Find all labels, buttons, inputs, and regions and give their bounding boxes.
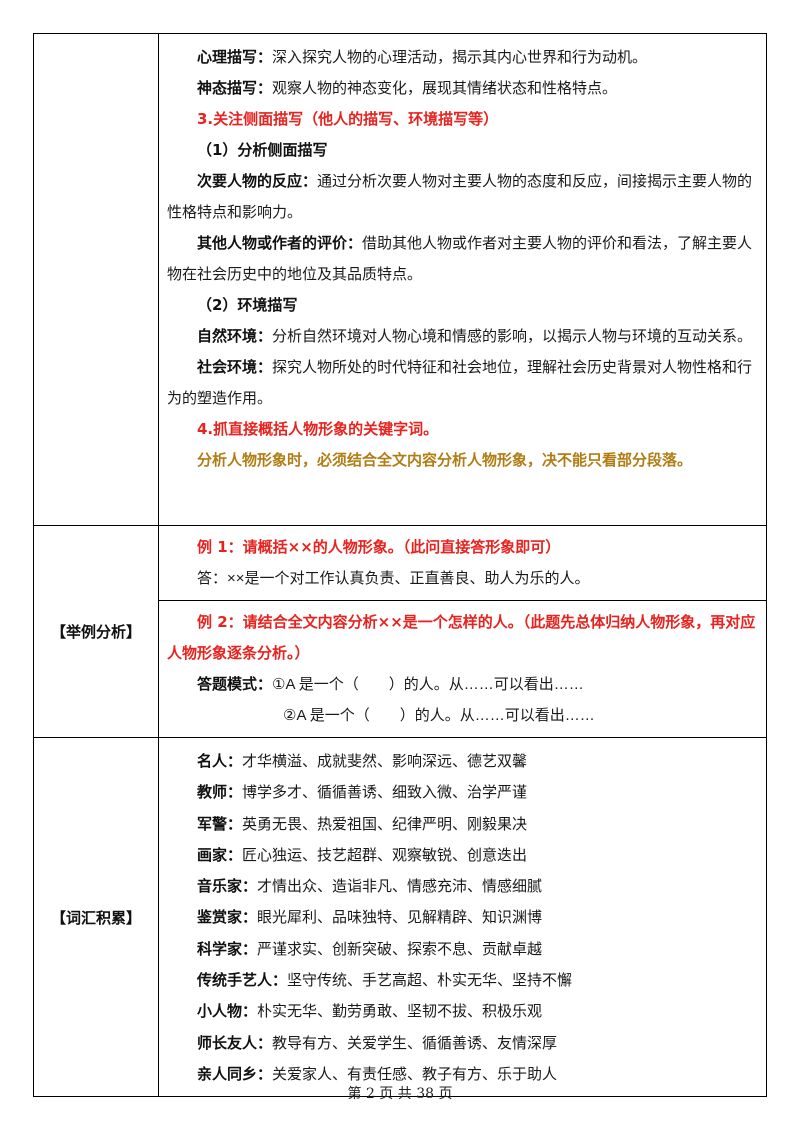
expression-text: 观察人物的神态变化，展现其情绪状态和性格特点。: [272, 79, 618, 97]
heading-3: 3.关注侧面描写（他人的描写、环境描写等）: [197, 110, 499, 128]
vocab-item-words: 关爱家人、有责任感、教子有方、乐于助人: [272, 1065, 558, 1083]
evaluation-line: 其他人物或作者的评价：借助其他人物或作者对主要人物的评价和看法，了解主要人物在社…: [167, 228, 760, 290]
vocab-item: 教师：博学多才、循循善诱、细致入微、治学严谨: [167, 777, 760, 808]
natural-env-label: 自然环境：: [197, 327, 273, 345]
vocab-item-label: 师长友人：: [197, 1033, 273, 1052]
example-1-answer: 答：××是一个对工作认真负责、正直善良、助人为乐的人。: [197, 570, 590, 587]
vocab-item-label: 画家：: [197, 845, 243, 864]
method-left-cell: [33, 33, 159, 526]
psych-label: 心理描写：: [197, 48, 273, 66]
vocab-item-words: 博学多才、循循善诱、细致入微、治学严谨: [242, 784, 528, 802]
secondary-reaction-text: 通过分析次要人物对主要人物的态度和反应，间接揭示主要人物的性格特点和影响力。: [167, 172, 753, 221]
expression-desc-line: 神态描写：观察人物的神态变化，展现其情绪状态和性格特点。: [167, 73, 760, 104]
vocab-item-words: 英勇无畏、热爱祖国、纪律严明、刚毅果决: [242, 815, 528, 833]
vocab-label: 【词汇积累】: [33, 736, 159, 1098]
example-2-question: 例 2：请结合全文内容分析××是一个怎样的人。（此题先总体归纳人物形象，再对应人…: [167, 613, 756, 662]
vocab-item-words: 匠心独运、技艺超群、观察敏锐、创意迭出: [242, 846, 528, 864]
vocab-item: 名人：才华横溢、成就斐然、影响深远、德艺双馨: [167, 746, 760, 777]
subheading-env: （2）环境描写: [197, 296, 298, 314]
vocab-item-label: 科学家：: [197, 939, 258, 958]
vocab-item: 师长友人：教导有方、关爱学生、循循善诱、友情深厚: [167, 1028, 760, 1059]
evaluation-label: 其他人物或作者的评价：: [197, 234, 363, 252]
vocab-item: 画家：匠心独运、技艺超群、观察敏锐、创意迭出: [167, 840, 760, 871]
vocab-item: 小人物：朴实无华、勤劳勇敢、坚韧不拔、积极乐观: [167, 996, 760, 1027]
vocab-item-label: 音乐家：: [197, 877, 258, 896]
social-env-line: 社会环境：探究人物所处的时代特征和社会地位，理解社会历史背景对人物性格和行为的塑…: [167, 352, 760, 414]
natural-env-text: 分析自然环境对人物心境和情感的影响，以揭示人物与环境的互动关系。: [272, 327, 753, 345]
evaluation-text: 借助其他人物或作者对主要人物的评价和看法，了解主要人物在社会历史中的地位及其品质…: [167, 234, 753, 283]
vocab-item-label: 名人：: [197, 752, 243, 770]
answer-mode-2: ②A 是一个（ ）的人。从……可以看出……: [283, 707, 595, 724]
heading-4: 4.抓直接概括人物形象的关键字词。: [197, 420, 439, 438]
method-content-cell: 心理描写：深入探究人物的心理活动，揭示其内心世界和行为动机。 神态描写：观察人物…: [158, 33, 767, 526]
page-footer: 第 2 页 共 38 页: [0, 1083, 800, 1103]
vocab-item-words: 朴实无华、勤劳勇敢、坚韧不拔、积极乐观: [257, 1003, 543, 1021]
subheading-side: （1）分析侧面描写: [197, 141, 328, 159]
examples-label: 【举例分析】: [33, 525, 159, 738]
vocab-item-label: 鉴赏家：: [197, 908, 258, 927]
expression-label: 神态描写：: [197, 79, 273, 97]
vocab-item: 鉴赏家：眼光犀利、品味独特、见解精辟、知识渊博: [167, 902, 760, 933]
secondary-reaction-line: 次要人物的反应：通过分析次要人物对主要人物的态度和反应，间接揭示主要人物的性格特…: [167, 166, 760, 228]
important-note: 分析人物形象时，必须结合全文内容分析人物形象，决不能只看部分段落。: [197, 451, 693, 469]
psych-desc-line: 心理描写：深入探究人物的心理活动，揭示其内心世界和行为动机。: [167, 42, 760, 73]
vocab-item: 科学家：严谨求实、创新突破、探索不息、贡献卓越: [167, 934, 760, 965]
social-env-text: 探究人物所处的时代特征和社会地位，理解社会历史背景对人物性格和行为的塑造作用。: [167, 358, 753, 407]
vocab-item-label: 亲人同乡：: [197, 1064, 273, 1083]
examples-row: 【举例分析】 例 1：请概括××的人物形象。（此问直接答形象即可） 答：××是一…: [33, 525, 767, 738]
social-env-label: 社会环境：: [197, 358, 273, 376]
vocab-item-words: 才情出众、造诣非凡、情感充沛、情感细腻: [257, 878, 543, 896]
vocab-item-label: 军警：: [197, 814, 243, 833]
vocab-item-words: 眼光犀利、品味独特、见解精辟、知识渊博: [257, 909, 543, 927]
vocab-item: 传统手艺人：坚守传统、手艺高超、朴实无华、坚持不懈: [167, 965, 760, 996]
vocab-item-label: 传统手艺人：: [197, 971, 288, 990]
vocab-item-label: 小人物：: [197, 1002, 258, 1021]
example-1-block: 例 1：请概括××的人物形象。（此问直接答形象即可） 答：××是一个对工作认真负…: [159, 526, 766, 600]
vocab-item-words: 严谨求实、创新突破、探索不息、贡献卓越: [257, 940, 543, 958]
vocab-item: 军警：英勇无畏、热爱祖国、纪律严明、刚毅果决: [167, 809, 760, 840]
vocab-item-words: 教导有方、关爱学生、循循善诱、友情深厚: [272, 1034, 558, 1052]
example-1-question: 例 1：请概括××的人物形象。（此问直接答形象即可）: [197, 538, 561, 556]
vocab-content-cell: 名人：才华横溢、成就斐然、影响深远、德艺双馨 教师：博学多才、循循善诱、细致入微…: [158, 736, 767, 1098]
vocab-item-label: 教师：: [197, 783, 243, 802]
natural-env-line: 自然环境：分析自然环境对人物心境和情感的影响，以揭示人物与环境的互动关系。: [167, 321, 760, 352]
vocab-item-words: 坚守传统、手艺高超、朴实无华、坚持不懈: [287, 972, 573, 990]
page-number: 第 2 页 共 38 页: [347, 1086, 453, 1102]
example-2-block: 例 2：请结合全文内容分析××是一个怎样的人。（此题先总体归纳人物形象，再对应人…: [159, 600, 766, 737]
answer-mode-1: ①A 是一个（ ）的人。从……可以看出……: [272, 676, 584, 693]
vocab-item: 亲人同乡：关爱家人、有责任感、教子有方、乐于助人: [167, 1059, 760, 1090]
secondary-reaction-label: 次要人物的反应：: [197, 172, 318, 190]
method-row: 心理描写：深入探究人物的心理活动，揭示其内心世界和行为动机。 神态描写：观察人物…: [33, 33, 767, 526]
vocab-row: 【词汇积累】 名人：才华横溢、成就斐然、影响深远、德艺双馨 教师：博学多才、循循…: [33, 736, 767, 1098]
vocab-item-words: 才华横溢、成就斐然、影响深远、德艺双馨: [242, 753, 528, 770]
examples-content-cell: 例 1：请概括××的人物形象。（此问直接答形象即可） 答：××是一个对工作认真负…: [158, 525, 767, 738]
psych-text: 深入探究人物的心理活动，揭示其内心世界和行为动机。: [272, 48, 648, 66]
vocab-item: 音乐家：才情出众、造诣非凡、情感充沛、情感细腻: [167, 871, 760, 902]
answer-mode-line-2: ②A 是一个（ ）的人。从……可以看出……: [167, 700, 760, 731]
content-table: 心理描写：深入探究人物的心理活动，揭示其内心世界和行为动机。 神态描写：观察人物…: [33, 33, 767, 1098]
answer-mode-line-1: 答题模式：①A 是一个（ ）的人。从……可以看出……: [167, 669, 760, 700]
answer-mode-label: 答题模式：: [197, 675, 273, 693]
